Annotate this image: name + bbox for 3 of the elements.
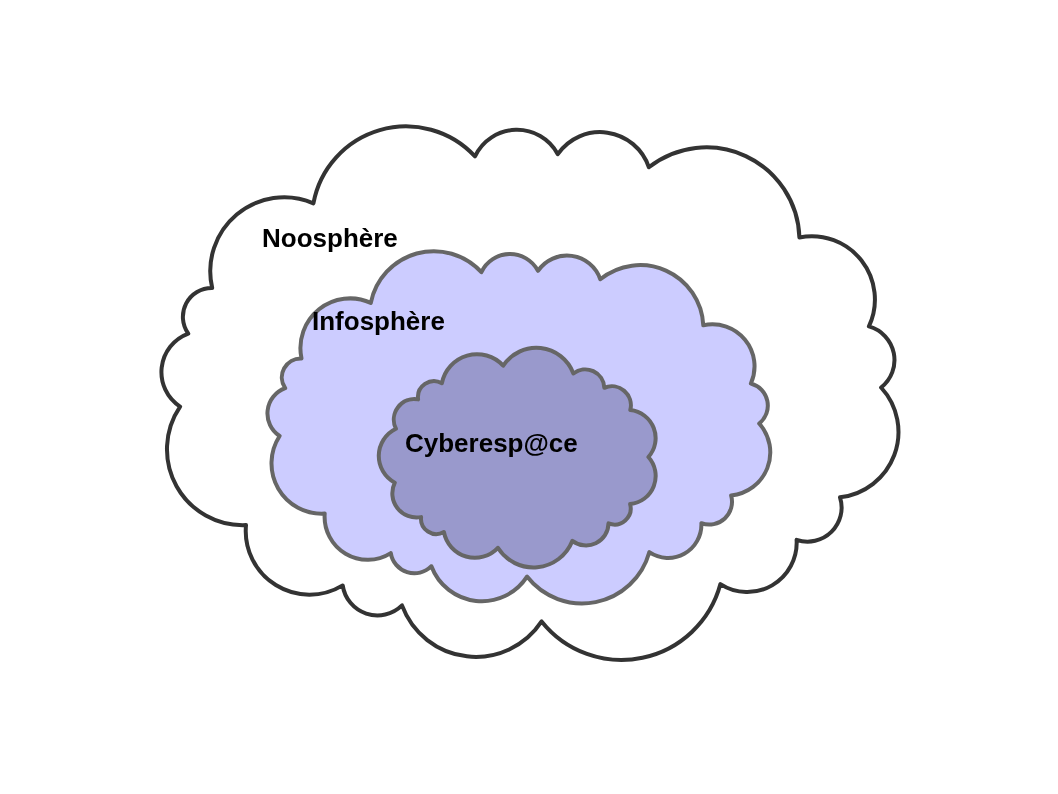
- cloud-label: Cyberesp@ce: [405, 428, 578, 459]
- cloud-label: Infosphère: [312, 306, 445, 337]
- cloud-label: Noosphère: [262, 223, 398, 254]
